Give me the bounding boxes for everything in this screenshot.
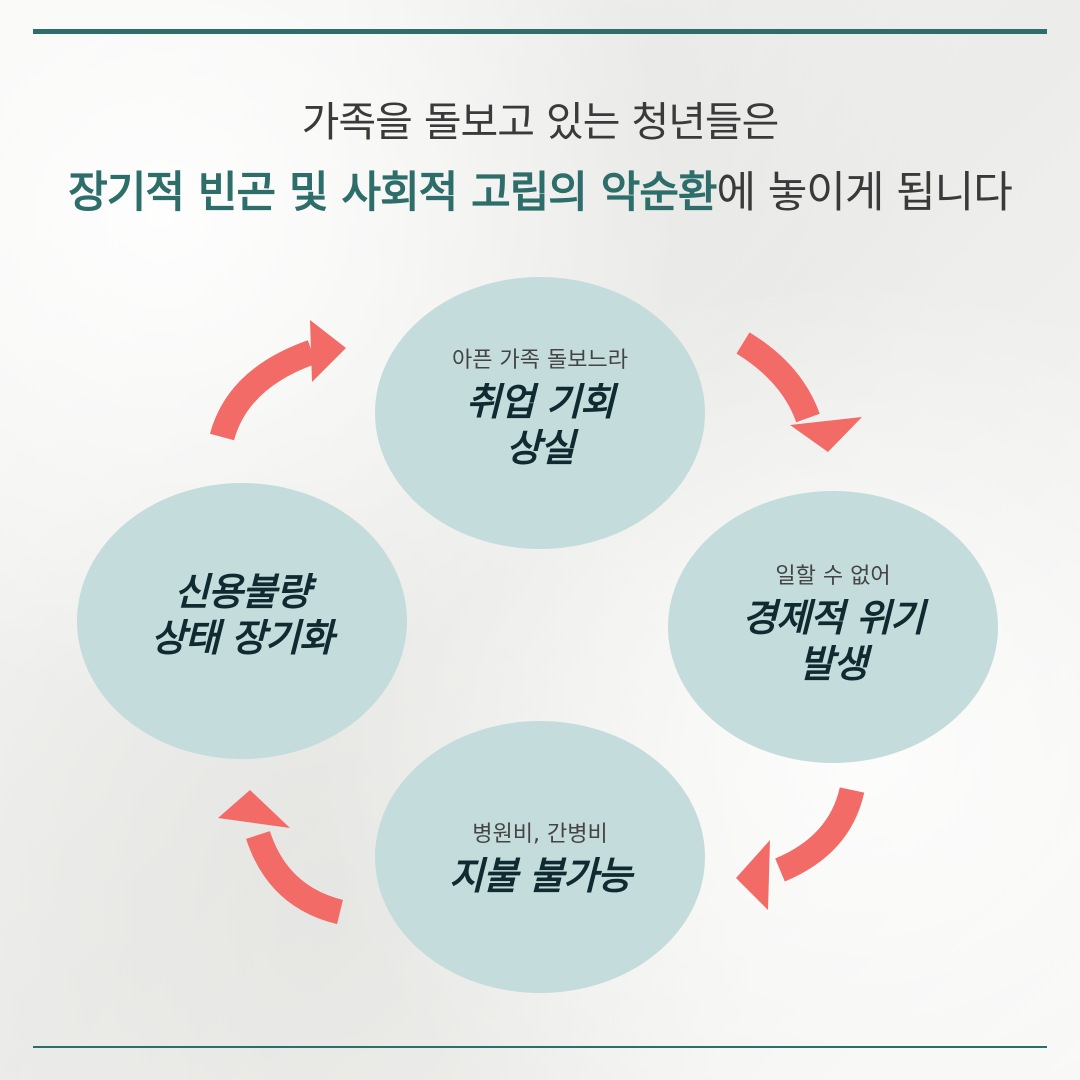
arrow-top-right-icon: [736, 332, 862, 452]
node-right-sub: 일할 수 없어: [775, 564, 891, 589]
node-left: 신용불량 상태 장기화: [77, 570, 407, 661]
arrow-bottom-left-icon: [218, 790, 344, 925]
node-bottom: 병원비, 간병비 지불 불가능: [375, 816, 705, 900]
node-right-main-line2: 발생: [799, 641, 868, 686]
headline-rest: 에 놓이게 됩니다: [716, 168, 1013, 218]
circle-node-bottom: [375, 721, 705, 993]
node-right: 일할 수 없어 경제적 위기 발생: [668, 558, 998, 687]
node-bottom-sub: 병원비, 간병비: [472, 822, 608, 847]
node-left-main-line1: 신용불량: [174, 570, 311, 614]
node-bottom-main-line1: 지불 불가능: [448, 854, 632, 898]
arrow-top-left-icon: [209, 320, 346, 441]
node-top: 아픈 가족 돌보느라 취업 기회 상실: [375, 342, 705, 471]
bottom-rule: [33, 1046, 1047, 1048]
headline-highlight: 장기적 빈곤 및 사회적 고립의 악순환: [68, 168, 717, 218]
top-rule: [33, 29, 1047, 34]
node-left-main-line2: 상태 장기화: [150, 615, 334, 660]
circle-node-right: [668, 491, 998, 763]
headline-line1: 가족을 돌보고 있는 청년들은: [301, 98, 780, 146]
node-right-main-line1: 경제적 위기: [741, 596, 925, 640]
circle-node-top: [375, 277, 705, 549]
node-top-main-line1: 취업 기회: [465, 380, 615, 424]
headline-line2: 장기적 빈곤 및 사회적 고립의 악순환에 놓이게 됩니다: [0, 158, 1080, 220]
node-top-sub: 아픈 가족 돌보느라: [452, 348, 628, 373]
node-top-main-line2: 상실: [506, 425, 575, 470]
arrow-bottom-right-icon: [736, 786, 865, 910]
circle-node-left: [77, 483, 407, 759]
